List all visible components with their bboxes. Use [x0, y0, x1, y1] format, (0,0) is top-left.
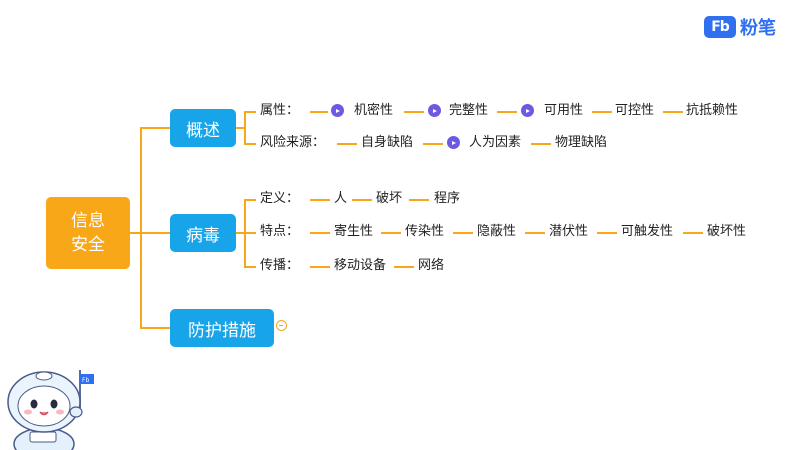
leaf-item[interactable]: 可触发性 [621, 224, 674, 239]
logo-text: 粉笔 [740, 18, 776, 39]
connector [531, 143, 551, 145]
connector [453, 232, 473, 234]
leaf-item[interactable]: 抗抵赖性 [686, 103, 739, 118]
branch-overview[interactable]: 概述 [170, 109, 236, 147]
flag-icon [521, 104, 534, 117]
leaf-item[interactable]: 传染性 [405, 224, 445, 239]
leaf-item[interactable]: 破坏性 [707, 224, 747, 239]
leaf-item[interactable]: 可用性 [544, 103, 584, 118]
connector [310, 111, 328, 113]
leaf-item[interactable]: 移动设备 [334, 258, 387, 273]
connector [525, 232, 545, 234]
row-label-spread: 传播： [260, 258, 300, 273]
connector [244, 199, 256, 201]
leaf-item[interactable]: 人为因素 [469, 135, 522, 150]
row-label-risk-sources: 风险来源： [260, 135, 326, 150]
connector [381, 232, 401, 234]
connector [244, 143, 256, 145]
branch-label: 病毒 [186, 225, 220, 246]
connector [236, 127, 246, 129]
connector [244, 266, 256, 268]
leaf-item[interactable]: 寄生性 [334, 224, 374, 239]
connector [394, 266, 414, 268]
row-label-features: 特点： [260, 224, 300, 239]
connector [337, 143, 357, 145]
leaf-item[interactable]: 隐蔽性 [477, 224, 517, 239]
connector [404, 111, 424, 113]
leaf-item[interactable]: 潜伏性 [549, 224, 589, 239]
connector [236, 232, 246, 234]
brand-logo: Fb 粉笔 [704, 14, 776, 40]
leaf-item[interactable]: 物理缺陷 [555, 135, 608, 150]
logo-mark: Fb [704, 16, 736, 38]
branch-virus[interactable]: 病毒 [170, 214, 236, 252]
leaf-item[interactable]: 可控性 [615, 103, 655, 118]
connector [130, 232, 142, 234]
connector [140, 232, 170, 234]
astronaut-mascot-icon: Fb [7, 370, 94, 450]
flag-icon [331, 104, 344, 117]
connector [310, 232, 330, 234]
connector [310, 266, 330, 268]
connector [140, 127, 170, 129]
root-node[interactable]: 信息 安全 [46, 197, 130, 269]
connector [140, 128, 142, 328]
row-label-definition: 定义： [260, 191, 300, 206]
flag-icon [447, 136, 460, 149]
connector [423, 143, 443, 145]
connector [140, 327, 170, 329]
connector [244, 112, 246, 144]
connector [592, 111, 612, 113]
leaf-item[interactable]: 网络 [418, 258, 445, 273]
root-label-line1: 信息 [71, 211, 105, 231]
leaf-item[interactable]: 破坏 [376, 191, 403, 206]
leaf-item[interactable]: 机密性 [354, 103, 394, 118]
connector [409, 199, 429, 201]
branch-label: 防护措施 [188, 320, 256, 341]
expand-icon[interactable] [276, 320, 287, 331]
connector [683, 232, 703, 234]
row-label-attributes: 属性： [260, 103, 300, 118]
leaf-item[interactable]: 程序 [434, 191, 461, 206]
leaf-item[interactable]: 完整性 [449, 103, 489, 118]
branch-protection[interactable]: 防护措施 [170, 309, 274, 347]
connector [352, 199, 372, 201]
connector [597, 232, 617, 234]
root-label-line2: 安全 [71, 235, 105, 255]
connector [244, 111, 256, 113]
connector [497, 111, 517, 113]
connector [244, 232, 256, 234]
branch-label: 概述 [186, 120, 220, 141]
mascot-flag-text: Fb [82, 377, 89, 384]
connector [663, 111, 683, 113]
leaf-item[interactable]: 自身缺陷 [361, 135, 414, 150]
leaf-item[interactable]: 人 [334, 191, 348, 206]
connector [310, 199, 330, 201]
flag-icon [428, 104, 441, 117]
